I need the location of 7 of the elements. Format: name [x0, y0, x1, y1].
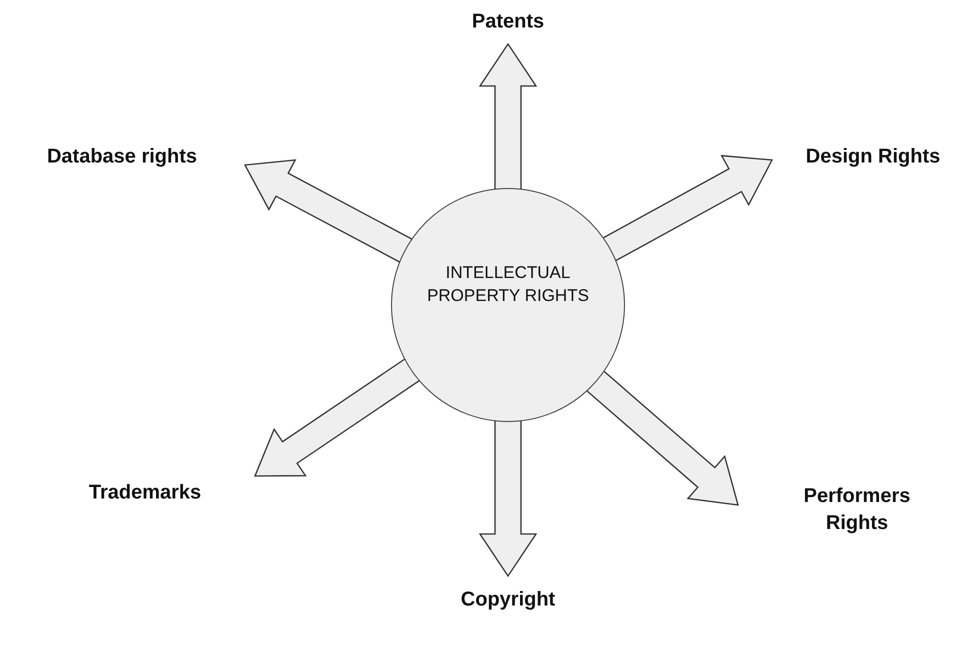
circle-title: INTELLECTUAL PROPERTY RIGHTS: [426, 262, 590, 307]
category-label: Copyright: [460, 586, 556, 614]
category-label: Trademarks: [88, 480, 202, 506]
category-label: Database rights: [46, 144, 198, 170]
category-label: Design Rights: [806, 144, 940, 170]
category-label: Patents: [472, 8, 544, 36]
category-label: Performers Rights: [797, 483, 917, 537]
